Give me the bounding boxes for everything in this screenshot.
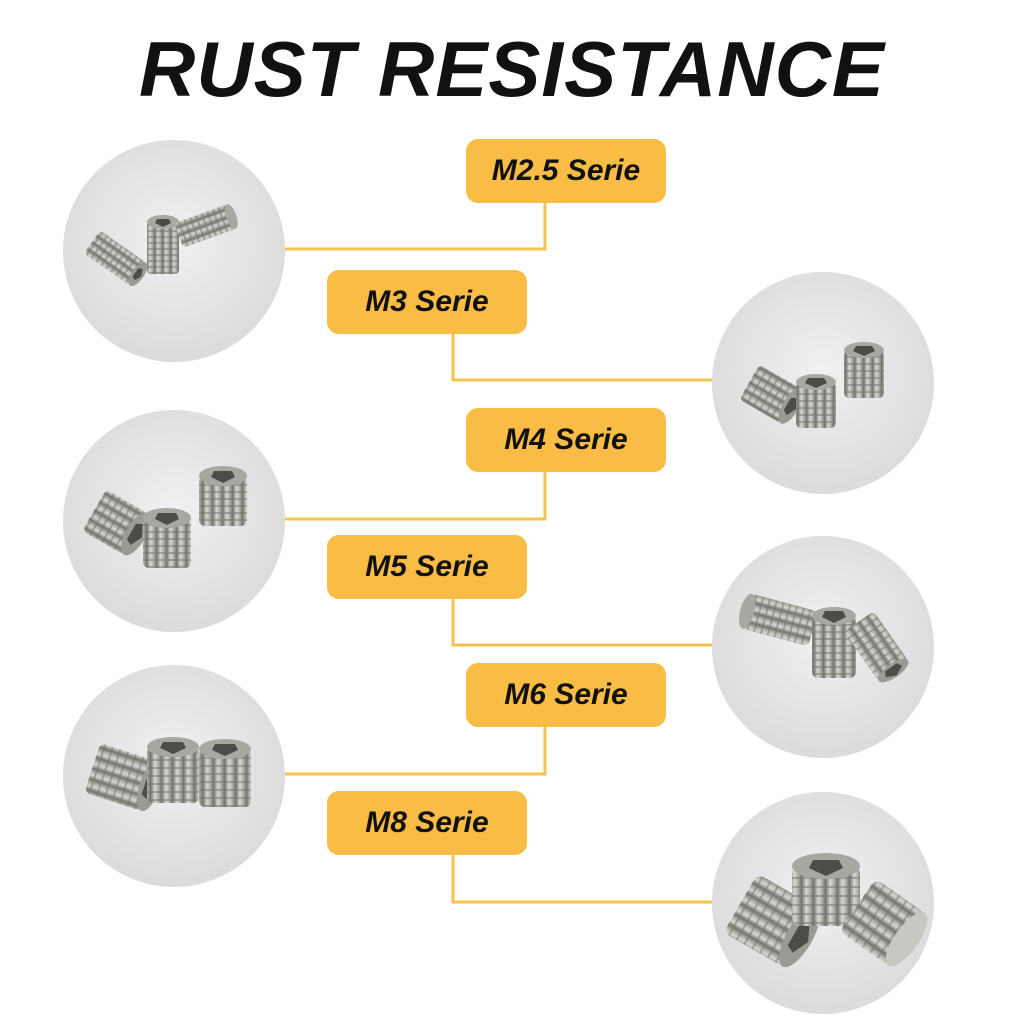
label-m8-serie: M8 Serie <box>327 791 527 855</box>
page-title: RUST RESISTANCE <box>139 25 885 113</box>
set-screw-photo-icon <box>63 410 285 632</box>
set-screw-photo-icon <box>63 665 285 887</box>
set-screw-photo-icon <box>712 792 934 1014</box>
set-screw-photo-icon <box>63 140 285 362</box>
label-m4-serie: M4 Serie <box>466 408 666 472</box>
label-m6-serie: M6 Serie <box>466 663 666 727</box>
photo-m2-5-screws <box>63 140 285 362</box>
label-m5-serie: M5 Serie <box>327 535 527 599</box>
connector-m2-5 <box>285 203 547 251</box>
photo-m6-screws <box>63 665 285 887</box>
connector-m8 <box>451 855 716 904</box>
connector-m5 <box>451 599 716 647</box>
label-m3-serie: M3 Serie <box>327 270 527 334</box>
photo-m3-screws <box>712 272 934 494</box>
connector-m6 <box>285 727 547 776</box>
label-m2-5-serie: M2.5 Serie <box>466 139 666 203</box>
set-screw-photo-icon <box>712 272 934 494</box>
set-screw-photo-icon <box>712 536 934 758</box>
photo-m5-screws <box>712 536 934 758</box>
connector-m3 <box>451 334 716 382</box>
photo-m4-screws <box>63 410 285 632</box>
photo-m8-screws <box>712 792 934 1014</box>
connector-m4 <box>285 472 547 521</box>
